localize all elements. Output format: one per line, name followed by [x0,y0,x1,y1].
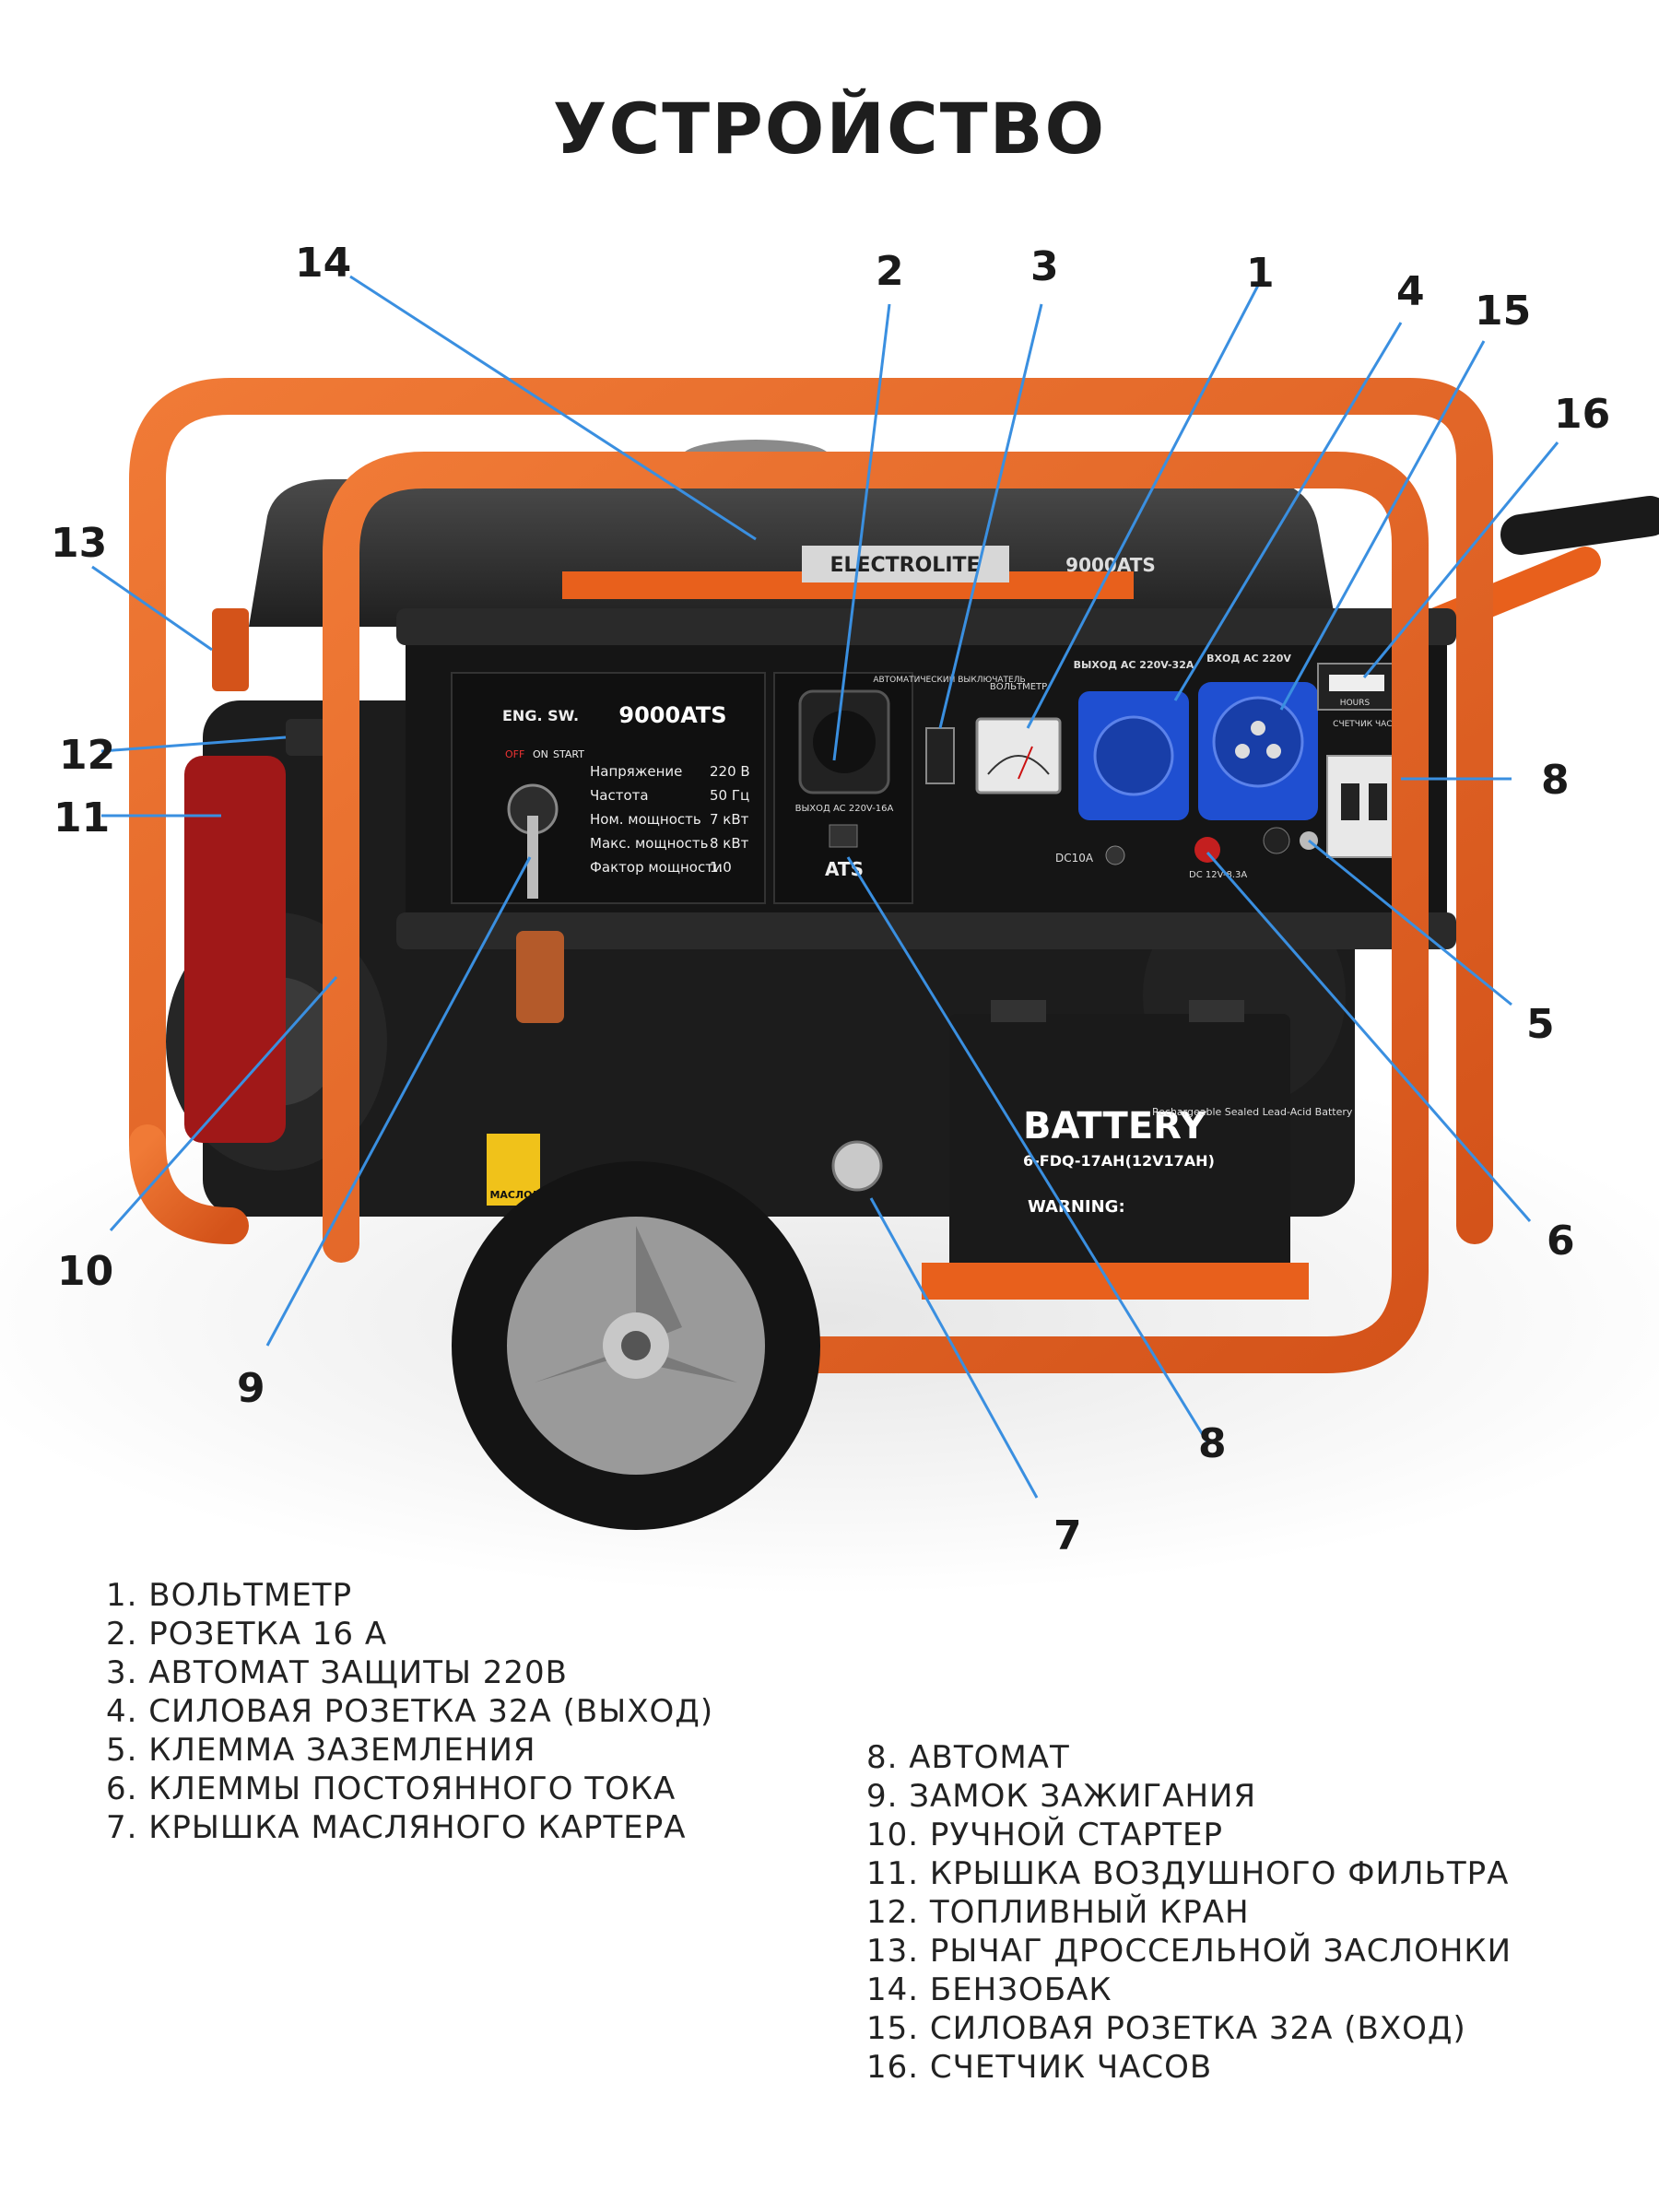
breaker-220v [925,727,955,784]
legend-item: 13. РЫЧАГ ДРОССЕЛЬНОЙ ЗАСЛОНКИ [866,1933,1512,1970]
callout-4: 4 [1396,268,1425,315]
ats-switch [829,824,858,848]
ats-label: ATS [825,858,864,880]
out-32a-label: ВЫХОД AC 220V-32A [1074,659,1194,671]
ignition-key [527,816,538,899]
callout-1: 1 [1246,250,1275,297]
spec-value-0: 220 В [710,763,750,780]
spec-label-3: Макс. мощность [590,835,708,852]
legend-item: 9. ЗАМОК ЗАЖИГАНИЯ [866,1778,1257,1815]
spec-label-0: Напряжение [590,763,682,780]
wheel [452,1161,820,1530]
brand-plate [802,546,1009,582]
battery-warning: WARNING: [1028,1197,1125,1217]
callout-8-bottom: 8 [1198,1420,1227,1467]
breaker-label: АВТОМАТИЧЕСКИЙ ВЫКЛЮЧАТЕЛЬ [873,674,1025,685]
spec-value-3: 8 кВт [710,835,749,852]
fuel-tank [249,479,1336,627]
legend-item: 15. СИЛОВАЯ РОЗЕТКА 32А (ВХОД) [866,2010,1466,2047]
oil-sign [487,1134,540,1206]
callout-14: 14 [295,240,352,287]
callout-6: 6 [1547,1218,1575,1265]
hours-label: HOURS [1340,699,1371,708]
dc-terminal-positive [1194,837,1220,863]
callout-3: 3 [1030,243,1059,290]
socket-16a-label: ВЫХОД AC 220V-16A [795,804,894,814]
legend-right: 8. АВТОМАТ 9. ЗАМОК ЗАЖИГАНИЯ 10. РУЧНОЙ… [866,1738,1512,2087]
panel-top-rail [396,608,1456,645]
legend-item: 16. СЧЕТЧИК ЧАСОВ [866,2049,1213,2086]
callout-7: 7 [1053,1512,1082,1559]
callout-9: 9 [237,1365,265,1412]
callout-15: 15 [1475,288,1532,335]
fuel-valve [286,719,332,756]
spec-label-4: Фактор мощности [590,859,723,876]
legend-item: 5. КЛЕММА ЗАЗЕМЛЕНИЯ [106,1732,536,1769]
spec-value-1: 50 Гц [710,787,749,804]
spec-table: Напряжение 220 В Частота 50 Гц Ном. мощн… [590,763,750,876]
off-label: OFF [505,748,524,760]
legend-item: 1. ВОЛЬТМЕТР [106,1577,353,1614]
legend-item: 7. КРЫШКА МАСЛЯНОГО КАРТЕРА [106,1809,687,1846]
legend-item: 8. АВТОМАТ [866,1739,1070,1776]
tank-model-label: 9000ATS [1065,554,1156,576]
callout-2: 2 [876,248,904,295]
battery [949,1014,1290,1290]
page-title: УСТРОЙСТВО [552,88,1107,170]
callout-11: 11 [53,794,111,841]
frame [129,378,1493,1373]
legend-item: 14. БЕНЗОБАК [866,1971,1112,2008]
dc-fuse [1105,845,1125,865]
panel-model-label: 9000ATS [618,702,726,728]
battery-title: BATTERY [1023,1105,1207,1147]
callout-10: 10 [57,1248,114,1295]
start-label: START [553,748,584,760]
oil-cap [831,1140,883,1192]
panel-bottom-rail [396,912,1456,949]
eng-sw-label: ENG. SW. [502,707,579,724]
callout-13: 13 [51,520,108,567]
in-label: ВХОД AC 220V [1206,653,1291,665]
legend-item: 12. ТОПЛИВНЫЙ КРАН [866,1894,1250,1931]
automat-breaker [1326,755,1402,858]
dc10a-label: DC10A [1055,852,1094,865]
spec-label-2: Ном. мощность [590,811,701,828]
legend-item: 11. КРЫШКА ВОЗДУШНОГО ФИЛЬТРА [866,1855,1510,1892]
callout-16: 16 [1554,391,1611,438]
legend-left: 1. ВОЛЬТМЕТР 2. РОЗЕТКА 16 А 3. АВТОМАТ … [106,1576,713,1847]
battery-model: 6-FDQ-17AH(12V17AH) [1023,1152,1215,1170]
oil-label: МАСЛО! [489,1189,536,1201]
callout-12: 12 [59,732,116,779]
handle-grip [1500,496,1659,555]
hour-meter-label: СЧЕТЧИК ЧАСОВ [1333,720,1405,729]
leader-lines [91,275,1559,1499]
legend-item: 4. СИЛОВАЯ РОЗЕТКА 32А (ВЫХОД) [106,1693,714,1730]
legend-item: 3. АВТОМАТ ЗАЩИТЫ 220В [106,1654,569,1691]
spec-value-2: 7 кВт [710,811,749,828]
legend-item: 6. КЛЕММЫ ПОСТОЯННОГО ТОКА [106,1771,677,1807]
on-label: ON [533,748,548,760]
dc-terminal-negative [1263,827,1290,854]
voltmeter-label: ВОЛЬТМЕТР [990,682,1047,692]
key-fob [516,931,564,1023]
dc-spec-label: DC 12V-8.3A [1189,870,1247,880]
battery-subtitle: Rechargeable Sealed Lead-Acid Battery [1152,1106,1353,1118]
throttle-lever [212,608,249,691]
legend-item: 10. РУЧНОЙ СТАРТЕР [866,1817,1224,1853]
spec-value-4: 1.0 [710,859,732,876]
air-filter-cover [184,756,286,1143]
callout-5: 5 [1526,1001,1555,1048]
legend-item: 2. РОЗЕТКА 16 А [106,1616,388,1653]
callout-8-right: 8 [1541,757,1570,804]
brand-label: ELECTROLITE [830,554,980,577]
spec-label-1: Частота [590,787,649,804]
